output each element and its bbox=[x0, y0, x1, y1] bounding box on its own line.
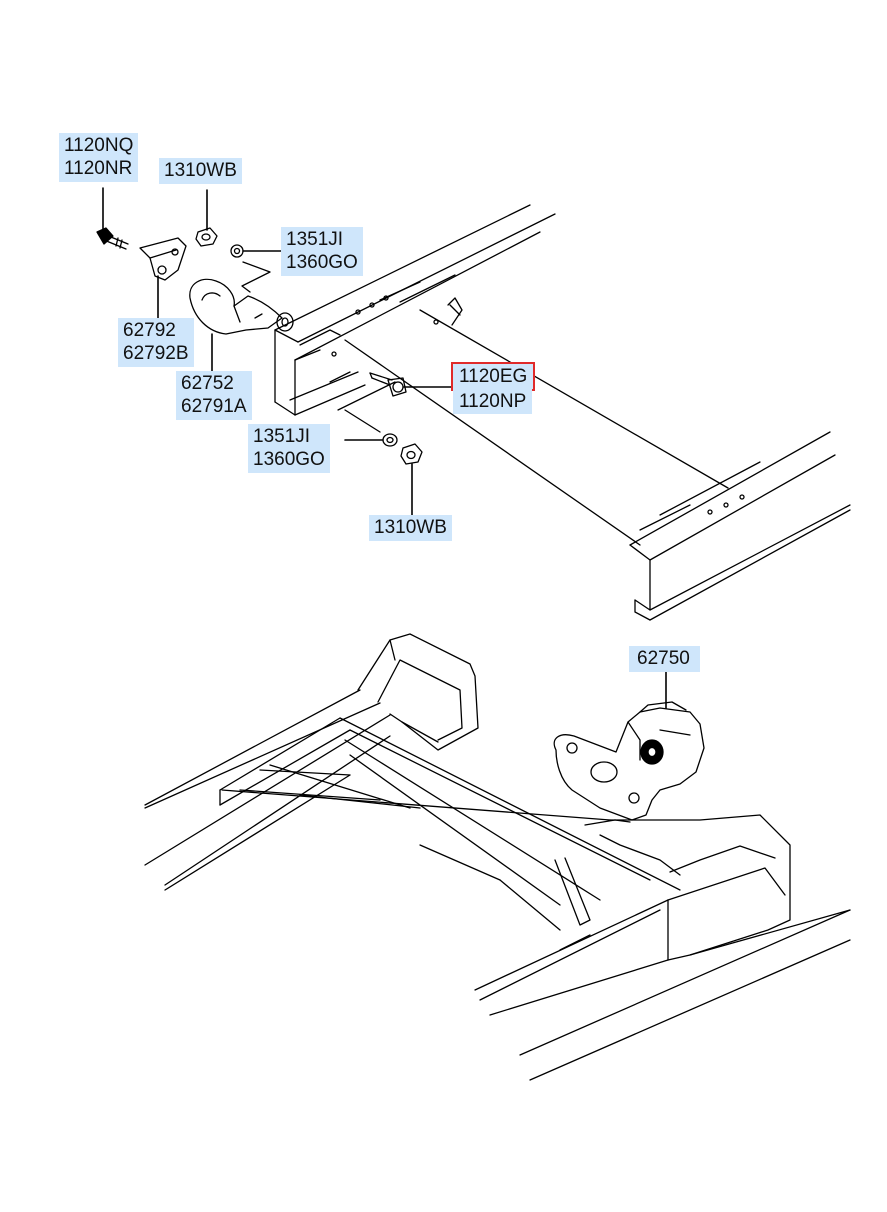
callout-1120eg-highlighted[interactable]: 1120EG bbox=[450, 362, 536, 391]
part-number: 1310WB bbox=[374, 517, 447, 538]
part-number: 62792 bbox=[123, 320, 176, 341]
callout-1310wb-lower[interactable]: 1310WB bbox=[369, 515, 452, 541]
part-number: 1360GO bbox=[253, 449, 325, 470]
part-number: 1351JI bbox=[253, 426, 311, 447]
nut-lower bbox=[401, 444, 422, 464]
callout-62752-62791a[interactable]: 62752 62791A bbox=[176, 371, 252, 420]
callout-1120np[interactable]: 1120NP bbox=[453, 389, 533, 414]
part-number: 1120NP bbox=[459, 391, 527, 412]
callout-62750[interactable]: 62750 bbox=[629, 646, 700, 672]
bolt-1120eg bbox=[370, 373, 406, 396]
part-number: 1120EG bbox=[459, 366, 528, 387]
bolt-1120nq bbox=[97, 228, 128, 249]
part-number: 62791A bbox=[181, 396, 247, 417]
callout-1120nq-1120nr[interactable]: 1120NQ 1120NR bbox=[59, 133, 139, 182]
part-number: 1351JI bbox=[286, 229, 344, 250]
part-number: 1120NR bbox=[64, 158, 133, 179]
frame-rail-upper bbox=[275, 205, 850, 620]
part-number: 62750 bbox=[637, 648, 690, 669]
callout-1351ji-1360go-lower[interactable]: 1351JI 1360GO bbox=[248, 424, 330, 473]
part-number: 1310WB bbox=[164, 160, 237, 181]
callout-1351ji-1360go-upper[interactable]: 1351JI 1360GO bbox=[281, 227, 363, 276]
leader-lines bbox=[103, 188, 666, 708]
part-number: 62792B bbox=[123, 343, 189, 364]
tow-hook-62752 bbox=[190, 279, 293, 334]
chassis-lower bbox=[145, 634, 850, 1080]
part-number: 1120NQ bbox=[64, 135, 134, 156]
callout-1310wb-upper[interactable]: 1310WB bbox=[159, 158, 242, 184]
nut-upper bbox=[196, 228, 217, 246]
part-number: 1360GO bbox=[286, 252, 358, 273]
callout-62792-62792b[interactable]: 62792 62792B bbox=[118, 318, 194, 367]
washer-upper bbox=[231, 245, 270, 292]
part-number: 62752 bbox=[181, 373, 234, 394]
bracket-62792 bbox=[140, 238, 186, 280]
trailer-receiver-62750 bbox=[554, 702, 704, 825]
